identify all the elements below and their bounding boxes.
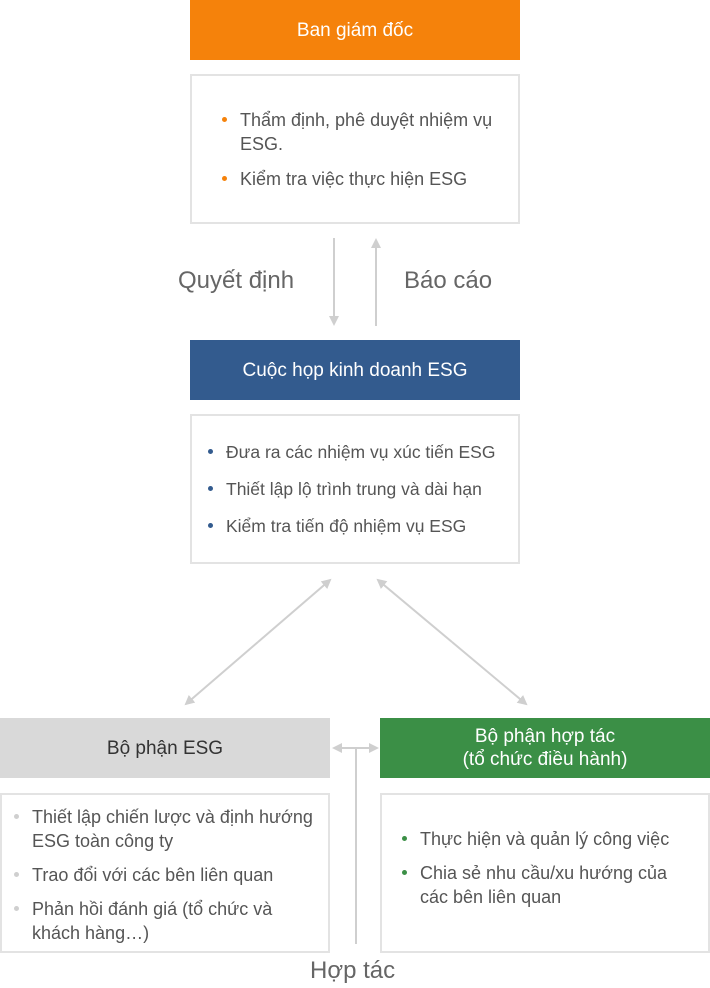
decision-label: Quyết định [178,267,295,294]
list-item: Trao đổi với các bên liên quan [10,863,318,887]
list-item: Kiểm tra việc thực hiện ESG [218,167,494,191]
meeting-duties-box: Đưa ra các nhiệm vụ xúc tiến ESG Thiết l… [190,414,520,564]
bullet-icon [14,814,19,819]
list-item: Đưa ra các nhiệm vụ xúc tiến ESG [204,440,508,464]
bullet-icon [402,870,407,875]
report-label: Báo cáo [404,267,493,294]
meeting-coop-arrow [376,578,453,643]
board-header: Ban giám đốc [190,0,520,60]
esg-dept-header: Bộ phận ESG [0,718,330,778]
meeting-esg-arrow-back [184,641,259,706]
bullet-icon [14,906,19,911]
bullet-icon [222,117,227,122]
esg-dept-duties-box: Thiết lập chiến lược và định hướng ESG t… [0,793,330,953]
bullet-icon [208,449,213,454]
coop-dept-title: Bộ phận hợp tác [474,726,616,747]
meeting-coop-arrow-back [451,641,528,706]
list-item: Thẩm định, phê duyệt nhiệm vụ ESG. [218,108,494,156]
list-item: Thiết lập chiến lược và định hướng ESG t… [10,805,318,853]
bullet-icon [222,176,227,181]
coop-dept-duties-box: Thực hiện và quản lý công việc Chia sẻ n… [380,793,710,953]
list-item: Kiểm tra tiến độ nhiệm vụ ESG [204,514,508,538]
meeting-title: Cuộc họp kinh doanh ESG [242,359,468,381]
list-item: Thiết lập lộ trình trung và dài hạn [204,477,508,501]
board-duties-box: Thẩm định, phê duyệt nhiệm vụ ESG. Kiểm … [190,74,520,224]
meeting-esg-arrow [257,578,332,643]
bullet-icon [402,836,407,841]
cooperation-label: Hợp tác [310,957,396,984]
esg-dept-title: Bộ phận ESG [106,737,224,759]
bullet-icon [208,486,213,491]
list-item: Thực hiện và quản lý công việc [398,827,698,851]
board-title: Ban giám đốc [296,19,414,41]
list-item: Phản hồi đánh giá (tổ chức và khách hàng… [10,897,318,945]
meeting-header: Cuộc họp kinh doanh ESG [190,340,520,400]
bullet-icon [14,872,19,877]
coop-dept-subtitle: (tổ chức điều hành) [462,749,628,770]
coop-dept-header: Bộ phận hợp tác (tổ chức điều hành) [380,718,710,778]
list-item: Chia sẻ nhu cầu/xu hướng của các bên liê… [398,861,698,909]
bullet-icon [208,523,213,528]
